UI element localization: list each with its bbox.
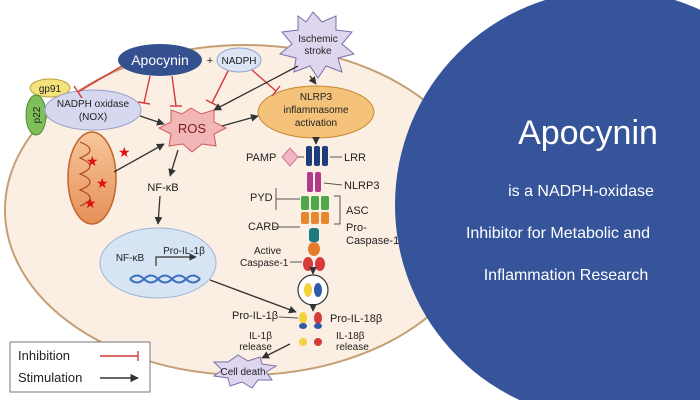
card-label: CARD <box>248 221 279 233</box>
nlrp3-act-label-2: inflammasome <box>283 105 348 116</box>
il18b-release-dot <box>314 338 322 346</box>
nox-enzyme <box>44 89 142 131</box>
pro-il18b-molecule <box>314 312 322 329</box>
nlrp3-label: NLRP3 <box>344 180 379 192</box>
headline-line-2: Inhibitor for Metabolic and <box>466 225 650 242</box>
dna-helix-icon <box>129 274 201 284</box>
nucleus-nfkb-label: NF-κB <box>116 253 145 264</box>
ischemic-stroke-burst <box>278 11 356 79</box>
legend-stimulation-label: Stimulation <box>18 370 82 385</box>
pamp-diamond <box>281 147 299 167</box>
lrr-label: LRR <box>344 152 366 164</box>
il18b-fragment <box>314 283 322 297</box>
lrr-receptor <box>306 146 328 166</box>
pro-caspase-1 <box>308 228 320 256</box>
nfkb-label: NF-κB <box>147 182 178 194</box>
nlrp3-protein <box>307 172 321 192</box>
mitochondrion-cristae <box>78 141 91 207</box>
mito-star-icon: ★ <box>86 154 99 170</box>
transcription-arrow <box>155 253 197 266</box>
headline-line-1: is a NADPH-oxidase <box>508 183 654 200</box>
mito-star-icon: ★ <box>84 196 97 212</box>
nadph-node <box>216 47 262 73</box>
nlrp3-act-label-3: activation <box>295 118 337 129</box>
ischemic-label-2: stroke <box>304 46 332 57</box>
ros-star-icon: ★ <box>118 145 131 161</box>
legend: Inhibition Stimulation <box>9 341 151 393</box>
ros-label: ROS <box>178 121 207 136</box>
apocynin-label: Apocynin <box>131 52 189 68</box>
inhibition-lines <box>73 65 281 107</box>
mitochondrion <box>67 131 117 225</box>
il18b-release-label-1: IL-18β <box>336 331 365 342</box>
plus-sign: + <box>207 55 213 67</box>
il18b-release-label-2: release <box>336 342 369 353</box>
headline-panel <box>395 0 700 400</box>
pro-il1b-molecule <box>299 312 307 329</box>
pro-il1b-label: Pro-IL-1β <box>232 310 278 322</box>
ischemic-label-1: Ischemic <box>298 34 337 45</box>
active-caspase-label-1: Active <box>254 246 282 257</box>
label-leader-lines <box>273 156 343 319</box>
p22-label: p22 <box>32 106 43 123</box>
pamp-label: PAMP <box>246 152 276 164</box>
nox-label-1: NADPH oxidase <box>57 99 130 110</box>
asc-label: ASC <box>346 205 369 217</box>
pro-caspase-label-2: Caspase-1 <box>346 235 399 247</box>
headline-line-3: Inflammation Research <box>484 267 649 284</box>
active-caspase-label-2: Caspase-1 <box>240 258 289 269</box>
nlrp3-act-label-1: NLRP3 <box>300 92 333 103</box>
legend-inhibition-label: Inhibition <box>18 348 70 363</box>
il1b-release-dot <box>299 338 307 346</box>
cell-death-burst <box>212 354 278 389</box>
pro-il18b-label: Pro-IL-18β <box>330 313 382 325</box>
pyd-label: PYD <box>250 192 273 204</box>
apocynin-node <box>118 44 202 76</box>
mito-star-icon: ★ <box>96 176 109 192</box>
gp91-label: gp91 <box>39 84 62 95</box>
gp91-subunit <box>29 78 71 98</box>
nadph-label: NADPH <box>221 56 256 67</box>
asc-protein <box>301 196 329 224</box>
stimulation-arrows <box>113 65 320 359</box>
il1b-release-label-1: IL-1β <box>249 331 272 342</box>
nucleus-pro-il1b-label: Pro-IL-1β <box>163 246 205 257</box>
il1b-release-label-2: release <box>239 342 272 353</box>
cleavage-complex <box>297 274 329 306</box>
pro-caspase-label-1: Pro- <box>346 222 367 234</box>
ros-burst <box>157 107 228 153</box>
headline-title: Apocynin <box>518 114 658 152</box>
il1b-fragment <box>304 283 312 297</box>
cell-death-label: Cell death <box>220 367 265 378</box>
nox-label-2: (NOX) <box>79 112 107 123</box>
asc-bracket <box>334 195 341 225</box>
